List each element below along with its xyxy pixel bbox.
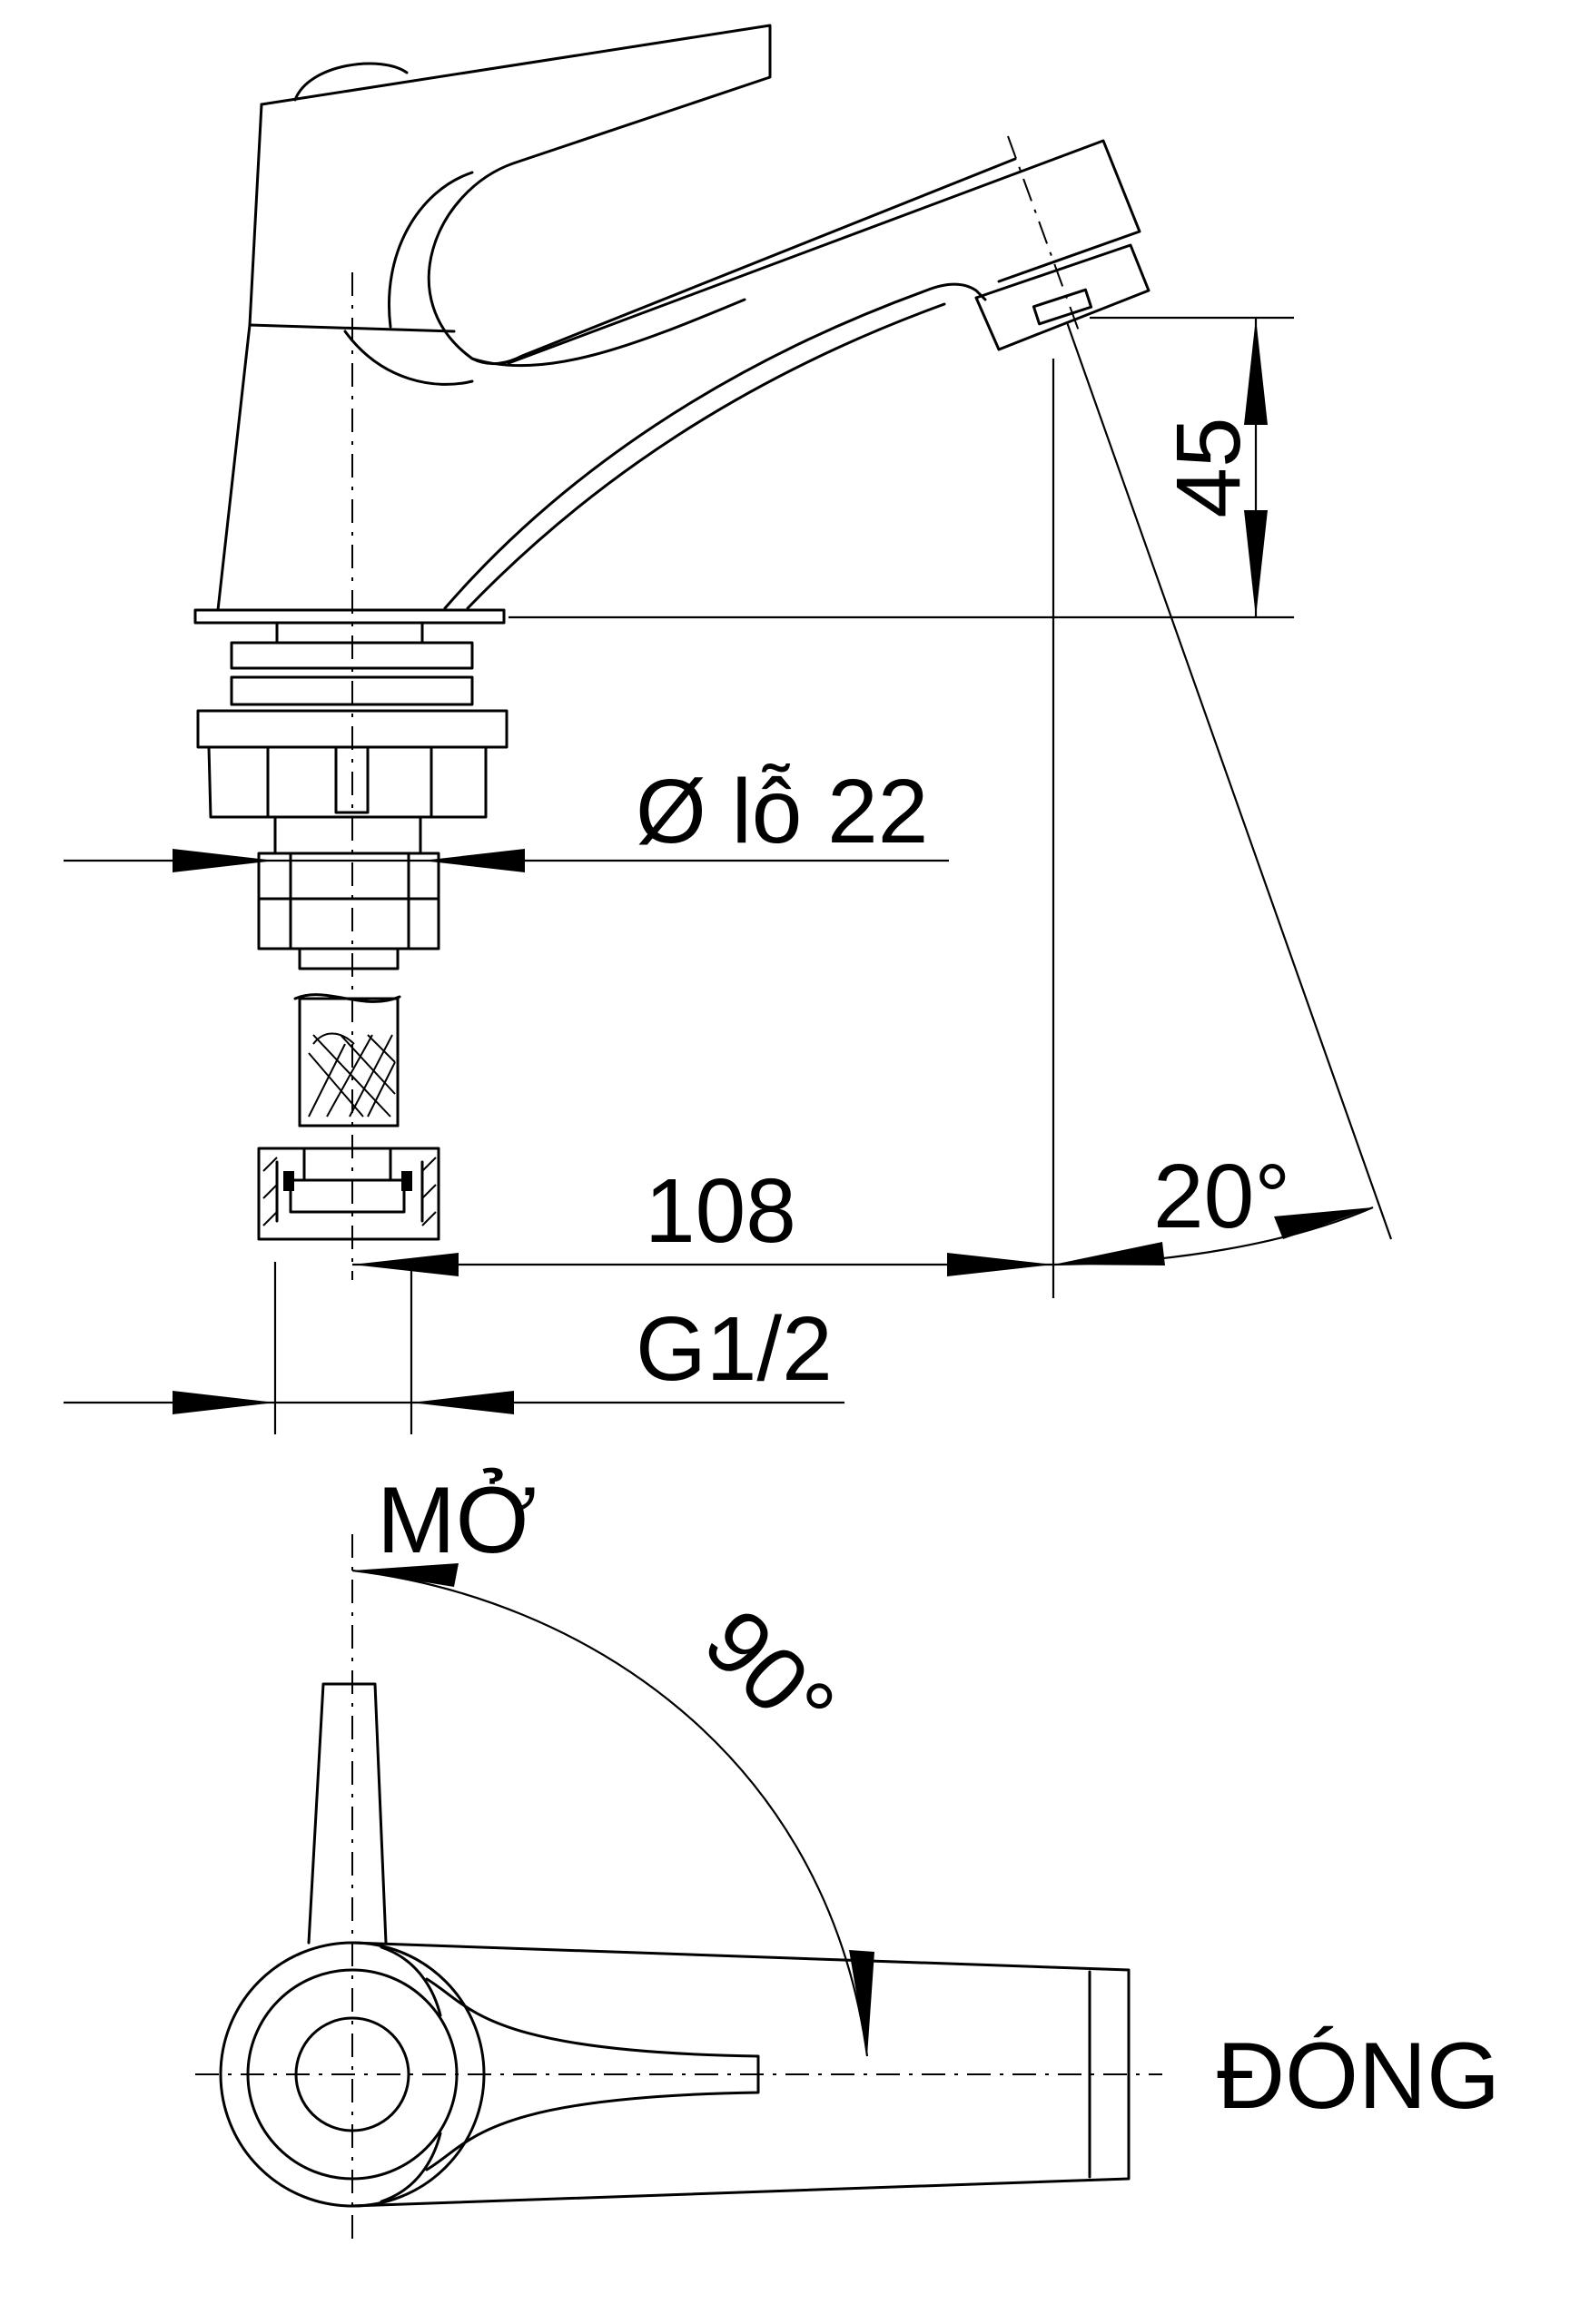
lock-plate — [196, 709, 509, 749]
hose-nut-inner — [289, 1147, 406, 1214]
hose-nut — [257, 1147, 440, 1241]
handle-base-line — [248, 323, 456, 333]
lock-nut — [207, 745, 488, 819]
spout-lower-curve-2 — [466, 302, 946, 610]
dim-hole-label: Ø lỗ 22 — [636, 761, 928, 862]
seal-right — [401, 1171, 412, 1191]
dim-20-arrow-right — [1274, 1207, 1373, 1239]
dim-g12-arrow-left — [173, 1391, 275, 1414]
dim-45-arrow-top — [1244, 318, 1268, 425]
dim-45-label: 45 — [1158, 417, 1259, 517]
handle-top-cap — [293, 62, 409, 102]
handle-inner-curve — [388, 171, 474, 329]
seal-left — [283, 1171, 294, 1191]
washer-2 — [230, 675, 474, 706]
threaded-shank — [273, 815, 422, 855]
dim-g12-label: G1/2 — [636, 1298, 833, 1400]
close-label: ĐÓNG — [1217, 2024, 1500, 2129]
spout-lower-curve — [443, 282, 987, 610]
base-spindle — [294, 2016, 410, 2132]
faucet-body — [216, 298, 746, 612]
dim-g12-arrow-right — [411, 1391, 514, 1414]
spout-axis-line — [1007, 135, 1081, 337]
closed-handle-grip — [425, 1977, 760, 2171]
connector-neck — [298, 947, 400, 970]
dim-20-label: 20° — [1153, 1146, 1290, 1247]
base-rosette-inner — [246, 1968, 459, 2181]
open-label: MỞ — [377, 1467, 537, 1573]
rotation-arrow-top — [352, 1563, 459, 1587]
dim-20-ext-line — [1065, 321, 1393, 1240]
closed-position-handle — [351, 1941, 1131, 2208]
side-elevation-view: 45 Ø lỗ 22 108 20° G1/2 — [64, 24, 1393, 1434]
aerator-slot — [1032, 288, 1093, 326]
aerator — [974, 243, 1150, 351]
dim-hole-arrow-left — [173, 849, 275, 872]
mounting-flange — [193, 608, 506, 625]
dim-108-arrow-left — [352, 1253, 459, 1276]
hose-braid-pattern — [308, 1032, 396, 1118]
dim-hole-arrow-right — [422, 849, 525, 872]
top-plan-view: 90° MỞ ĐÓNG — [195, 1467, 1500, 2242]
dim-108-arrow-right — [947, 1253, 1053, 1276]
hex-nut — [257, 852, 440, 950]
hose-nut-hatch — [262, 1157, 437, 1226]
washer-1 — [230, 641, 474, 670]
handle-left-edge — [248, 103, 263, 327]
handle-lever — [260, 24, 1017, 366]
dim-108-label: 108 — [645, 1160, 796, 1262]
rotation-arc — [351, 1569, 869, 2057]
dim-45-arrow-bottom — [1244, 510, 1268, 617]
flange-ring-1 — [275, 621, 424, 645]
rotation-label: 90° — [685, 1590, 854, 1758]
dim-20-arrow-left — [1053, 1242, 1165, 1265]
rotation-arrow-bottom — [849, 1950, 874, 2056]
spout-upper — [507, 139, 1141, 365]
closed-handle-neck — [380, 1945, 442, 2203]
open-position-handle — [307, 1682, 388, 1945]
